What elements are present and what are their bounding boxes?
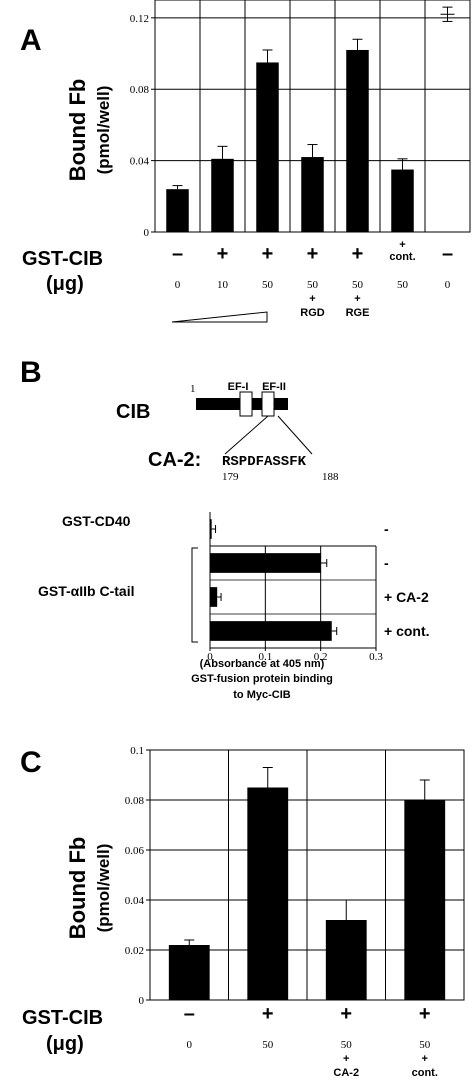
panel-a-row-ug: (μg) (46, 273, 84, 295)
panel-a-ytick-label: 0.12 (130, 13, 149, 25)
ca2-start-number: 179 (222, 471, 239, 483)
panel-c-condition-sign: + (340, 1003, 352, 1025)
panel-a-condition-note: RGE (346, 307, 370, 319)
panel-a-ylabel-unit: (pmol/well) (94, 86, 113, 175)
panel-c-condition-note: CA-2 (333, 1067, 359, 1079)
panel-c-bar (404, 800, 446, 1000)
panel-a-row-gstcib: GST-CIB (22, 248, 103, 270)
panel-a-condition-dose: 0 (175, 279, 181, 291)
cib-start-number: 1 (190, 383, 196, 395)
panel-c-ytick-label: 0.02 (125, 945, 144, 957)
panel-a-condition-dose: 0 (445, 279, 451, 291)
panel-c-bar (247, 787, 289, 1000)
panel-a-condition-sign: + (262, 243, 274, 265)
panel-c-ylabel-title: Bound Fb (65, 837, 90, 940)
panel-a-condition-note-plus: + (309, 293, 315, 305)
panel-b-bar (210, 553, 321, 573)
panel-a-dose-wedge (171, 311, 268, 323)
panel-c-ytick-label: 0 (139, 995, 145, 1007)
panel-c-condition-sign: + (419, 1003, 431, 1025)
panel-a-plot: 00.040.080.12–0+10+50+50+RGD+50+RGE+cont… (130, 0, 471, 319)
panel-c-ytick-label: 0.1 (130, 745, 144, 757)
panel-c-ylabel: Bound Fb (pmol/well) (65, 837, 113, 940)
panel-b-bar (210, 587, 218, 607)
panel-c-condition-dose: 50 (341, 1039, 353, 1051)
ca2-end-number: 188 (322, 471, 339, 483)
ca2-sequence: RSPDFASSFK (222, 454, 307, 470)
ca2-zoom-line-right (277, 415, 313, 455)
panel-c-condition-note: cont. (412, 1067, 438, 1079)
panel-b-xtick-label: 0.2 (314, 651, 328, 663)
panel-c-ytick-label: 0.08 (125, 795, 145, 807)
panel-a-ylabel-title: Bound Fb (65, 79, 90, 182)
panel-a-condition-dose: 50 (262, 279, 274, 291)
panel-c-ytick-label: 0.04 (125, 895, 145, 907)
panel-b-plot: 0 0.1 0.2 0.3 - - + CA-2 + cont. (207, 512, 430, 663)
panel-c-bar (168, 945, 210, 1000)
ef-ii-label: EF-II (262, 381, 286, 393)
panel-c-label: C (20, 746, 42, 779)
panel-b-condition-label: + CA-2 (384, 589, 429, 605)
panel-b-bar (210, 519, 212, 539)
panel-a-bar (166, 189, 189, 232)
panel-b-row-group: GST-αIIb C-tail (38, 583, 135, 599)
panel-a-condition-sign: – (442, 243, 453, 265)
panel-a-condition-sign: + (217, 243, 229, 265)
ef-i-box (239, 391, 253, 417)
ca2-label: CA-2: (148, 449, 201, 471)
panel-b-caption-2: to Myc-CIB (233, 689, 291, 701)
panel-c-ytick-label: 0.06 (125, 845, 145, 857)
panel-c-plot: 0 0.02 0.04 0.06 0.08 0.1 – 0 +50 +50 + CA-2 +50 + con… (125, 745, 465, 1079)
panel-a-condition-sign: cont. (389, 251, 415, 263)
panel-c-row-ug: (μg) (46, 1033, 84, 1055)
panel-b-xlabel: (Absorbance at 405 nm) (200, 658, 325, 670)
panel-a-bar (256, 62, 279, 232)
panel-b-condition-label: + cont. (384, 623, 430, 639)
panel-c-ylabel-unit: (pmol/well) (94, 844, 113, 933)
panel-a-condition-dose: 50 (307, 279, 319, 291)
panel-a-bar (301, 157, 324, 232)
panel-c-condition-sign: – (184, 1003, 195, 1025)
panel-a-ytick-label: 0 (144, 227, 150, 239)
panel-b-row-gstcd40: GST-CD40 (62, 513, 131, 529)
panel-a-label: A (20, 24, 42, 57)
panel-b-xtick-label: 0.3 (369, 651, 383, 663)
panel-b-xtick-label: 0.1 (258, 651, 272, 663)
panel-a-condition-note: RGD (300, 307, 325, 319)
panel-b-label: B (20, 356, 42, 389)
panel-c-condition-dose: 50 (262, 1039, 274, 1051)
panel-a-condition-sign: + (352, 243, 364, 265)
cib-label: CIB (116, 401, 150, 423)
ef-i-label: EF-I (228, 381, 249, 393)
panel-a-bar (211, 158, 234, 232)
panel-b-bar (210, 621, 332, 641)
panel-a-bar (346, 49, 369, 232)
panel-b-condition-label: - (384, 521, 389, 537)
panel-b-caption-1: GST-fusion protein binding (191, 673, 333, 685)
cib-end-number: 191 (272, 400, 289, 412)
panel-c-condition-dose: 50 (419, 1039, 431, 1051)
panel-a-ylabel: Bound Fb (pmol/well) (65, 79, 113, 182)
ca2-zoom-line-left (224, 415, 269, 455)
panel-c-condition-note-plus: + (422, 1053, 428, 1065)
panel-a-ytick-label: 0.04 (130, 156, 150, 168)
panel-a-condition-sign: + (399, 239, 405, 251)
panel-a-bar (391, 169, 414, 232)
panel-c-condition-dose: 0 (187, 1039, 193, 1051)
panel-c-condition-note-plus: + (343, 1053, 349, 1065)
panel-b-xtick-label: 0 (207, 651, 213, 663)
panel-a-condition-dose: 10 (217, 279, 229, 291)
panel-b-group-bracket (191, 547, 198, 643)
panel-a-condition-dose: 50 (352, 279, 364, 291)
panel-c-bar (325, 920, 367, 1000)
panel-a-condition-sign: + (307, 243, 319, 265)
panel-a-condition-sign: – (172, 243, 183, 265)
panel-a-condition-note-plus: + (354, 293, 360, 305)
panel-c-condition-sign: + (262, 1003, 274, 1025)
panel-c-row-gstcib: GST-CIB (22, 1007, 103, 1029)
panel-b-condition-label: - (384, 555, 389, 571)
panel-a-condition-dose: 50 (397, 279, 409, 291)
panel-a-ytick-label: 0.08 (130, 84, 150, 96)
